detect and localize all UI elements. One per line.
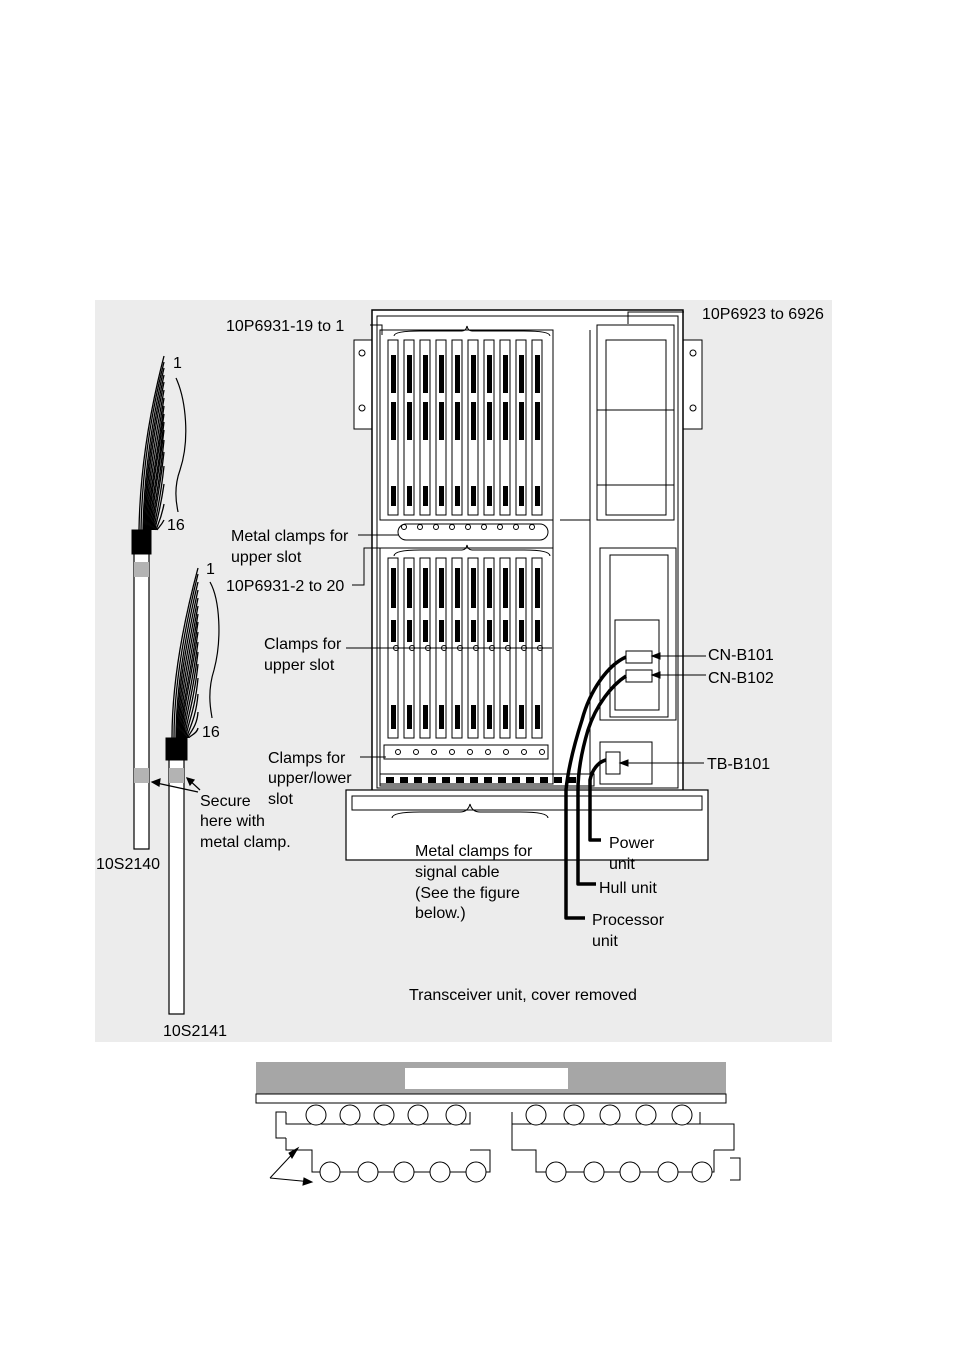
label-metal-clamps-signal-line-1: Metal clamps for <box>415 843 533 860</box>
leader-lines <box>346 311 684 758</box>
label-metal-clamps-signal-line-3: (See the figure <box>415 885 520 902</box>
secure-note-line-1: Secure <box>200 793 251 810</box>
cable-10S2141-pin-last: 16 <box>202 724 220 741</box>
label-10P6931-2-to-20: 10P6931-2 to 20 <box>226 578 344 595</box>
cable-10S2140 <box>131 355 187 850</box>
label-clamps-upper-lower-line-3: slot <box>268 791 293 808</box>
label-clamps-upper-lower-line-1: Clamps for <box>268 750 346 767</box>
label-hull-unit: Hull unit <box>599 880 657 897</box>
signal-cable-clamp-detail <box>255 1062 741 1186</box>
unit-connectors <box>605 650 706 775</box>
cable-10S2140-pin-first: 1 <box>173 355 182 372</box>
label-metal-clamps-signal-line-4: below.) <box>415 905 466 922</box>
label-metal-clamps-upper-line-1: Metal clamps for <box>231 528 349 545</box>
label-power-unit-line-1: Power <box>609 835 655 852</box>
clamp-detail-label-box <box>405 1068 568 1089</box>
metal-clamps-upper-bar <box>397 523 549 541</box>
upper-card-slots <box>387 325 551 516</box>
cable-10S2141-part-number: 10S2141 <box>163 1023 227 1040</box>
cable-10S2140-pin-last: 16 <box>167 517 185 534</box>
label-clamps-upper-line-1: Clamps for <box>264 636 342 653</box>
figure-caption: Transceiver unit, cover removed <box>409 987 637 1004</box>
label-processor-unit-line-2: unit <box>592 933 618 950</box>
secure-note-line-3: metal clamp. <box>200 834 291 851</box>
label-10P6923-to-6926: 10P6923 to 6926 <box>702 306 824 323</box>
cable-10S2141-pin-first: 1 <box>206 561 215 578</box>
label-cn-b102: CN-B102 <box>708 670 774 687</box>
label-power-unit-line-2: unit <box>609 856 635 873</box>
label-metal-clamps-signal-line-2: signal cable <box>415 864 500 881</box>
label-tb-b101: TB-B101 <box>707 756 770 773</box>
label-processor-unit-line-1: Processor <box>592 912 665 929</box>
label-metal-clamps-upper-line-2: upper slot <box>231 549 302 566</box>
label-clamps-upper-lower-line-2: upper/lower <box>268 770 352 787</box>
secure-note-line-2: here with <box>200 813 265 830</box>
cable-10S2141 <box>165 567 220 1015</box>
signal-cables <box>564 655 627 920</box>
lower-card-slots <box>379 544 595 787</box>
cable-10S2140-part-number: 10S2140 <box>96 856 160 873</box>
label-cn-b101: CN-B101 <box>708 647 774 664</box>
secure-arrows <box>150 777 201 793</box>
label-clamps-upper-line-2: upper slot <box>264 657 335 674</box>
label-10P6931-19-to-1: 10P6931-19 to 1 <box>226 318 344 335</box>
